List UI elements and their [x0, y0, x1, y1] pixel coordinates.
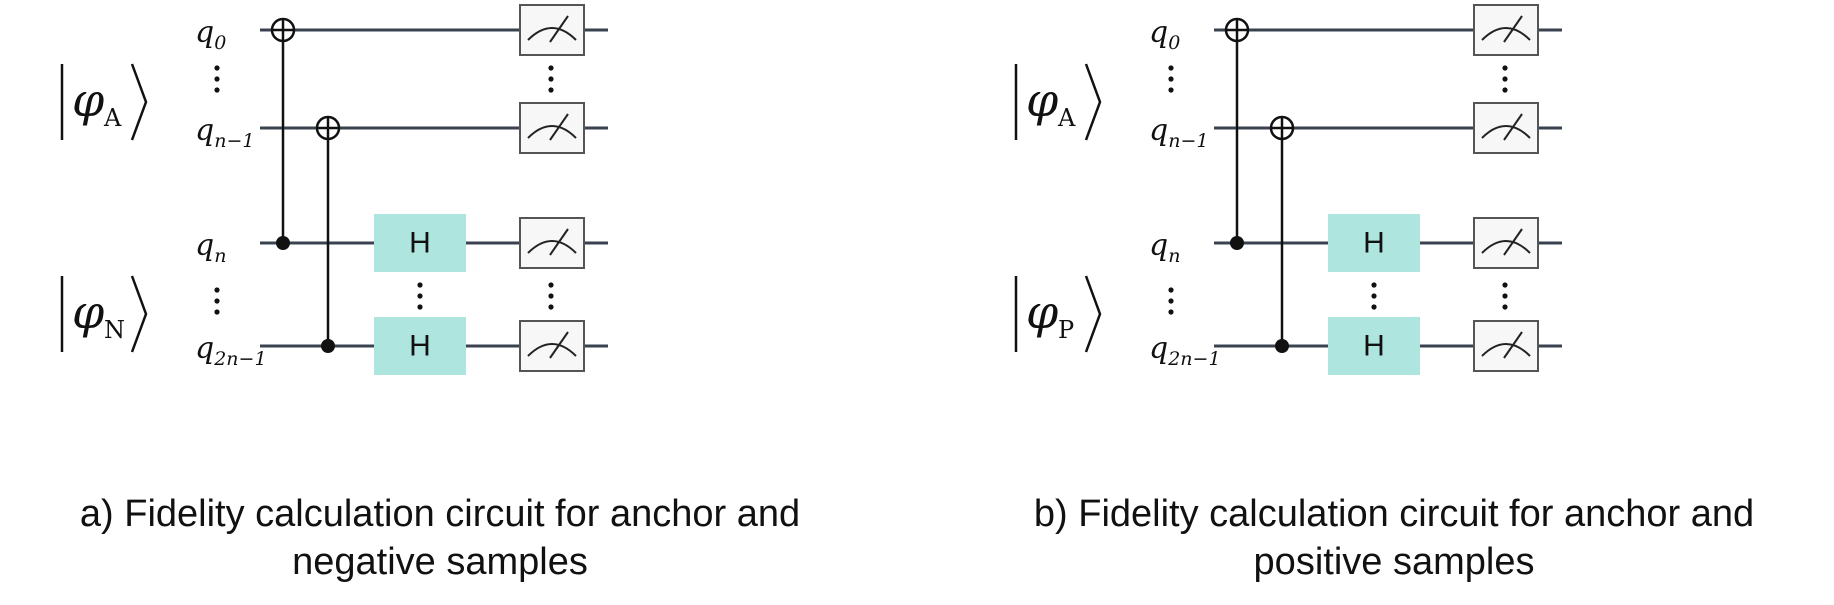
panel-a-ket-b-symbol: φ [72, 285, 105, 339]
panel-a-cnot1-control [276, 236, 290, 250]
panel-b-qubit-label-2: qn [1149, 228, 1180, 267]
panel-b-cnot1-control [1230, 236, 1244, 250]
panel-b-ket-a-angle [1084, 63, 1102, 141]
panel-b-meter-icon-2 [1473, 217, 1539, 269]
panel-b-cnot2-target [1269, 115, 1295, 141]
panel-a-meter-icon-0 [519, 4, 585, 56]
panel-a-meter-icon-3 [519, 320, 585, 372]
panel-a-qubit-label-3: q2n−1 [195, 331, 267, 370]
caption-a: a) Fidelity calculation circuit for anch… [0, 490, 880, 586]
panel-b-hadamard-label-0: H [1363, 227, 1385, 260]
panel-a-label-dots-top [214, 65, 220, 93]
panel-b-meter-icon-1 [1473, 102, 1539, 154]
panel-a-hadamard-label-0: H [409, 227, 431, 260]
caption-b: b) Fidelity calculation circuit for anch… [954, 490, 1834, 586]
panel-a-hadamard-gate-1: H [374, 317, 466, 375]
panel-b-cnot1-target [1224, 17, 1250, 43]
panel-a-meter-icon-1 [519, 102, 585, 154]
panel-b-meter-icon-0 [1473, 4, 1539, 56]
panel-a-ket-b-angle [130, 275, 148, 353]
panel-b-cnot2-control [1275, 339, 1289, 353]
panel-b-meter-dots-bottom [1502, 282, 1508, 310]
panel-a-meter-dots-top [548, 65, 554, 93]
panel-b-qubit-label-0: q0 [1149, 15, 1180, 54]
panel-a-hadamard-gate-0: H [374, 214, 466, 272]
panel-b-hadamard-gate-1: H [1328, 317, 1420, 375]
panel-a-gate-dots [417, 282, 423, 310]
panel-b-ket-b-sub: P [1058, 316, 1074, 344]
panel-b-hadamard-label-1: H [1363, 330, 1385, 363]
panel-b-label-dots-top [1168, 65, 1174, 93]
panel-b-hadamard-gate-0: H [1328, 214, 1420, 272]
panel-a-qubit-label-0: q0 [195, 15, 226, 54]
panel-b-ket-a-symbol: φ [1026, 73, 1059, 127]
panel-b-hadamard-box-0 [1328, 214, 1420, 272]
panel-a-hadamard-box-0 [374, 214, 466, 272]
panel-a-ket-a-angle [130, 63, 148, 141]
panel-a-ket-b-sub: N [104, 316, 125, 344]
panel-a-ket-a-symbol: φ [72, 73, 105, 127]
panel-a-ket-a-sub: A [103, 104, 122, 132]
panel-a-hadamard-label-1: H [409, 330, 431, 363]
caption-a-line1: a) Fidelity calculation circuit for anch… [79, 493, 801, 535]
panel-a-cnot2-target [315, 115, 341, 141]
caption-b-line1: b) Fidelity calculation circuit for anch… [1033, 493, 1755, 535]
panel-a-cnot1-target [270, 17, 296, 43]
caption-b-line2: positive samples [1253, 541, 1535, 583]
panel-b-hadamard-box-1 [1328, 317, 1420, 375]
panel-a-meter-dots-bottom [548, 282, 554, 310]
panel-a-meter-icon-2 [519, 217, 585, 269]
panel-b-meter-icon-3 [1473, 320, 1539, 372]
panel-a-label-dots-bottom [214, 287, 220, 315]
panel-a-qubit-label-2: qn [195, 228, 226, 267]
panel-a-cnot2-control [321, 339, 335, 353]
panel-b-label-dots-bottom [1168, 287, 1174, 315]
panel-a-qubit-label-1: qn−1 [195, 113, 254, 152]
panel-b-gate-dots [1371, 282, 1377, 310]
panel-a-hadamard-box-1 [374, 317, 466, 375]
panel-b-ket-b-symbol: φ [1026, 285, 1059, 339]
panel-b-qubit-label-3: q2n−1 [1149, 331, 1221, 370]
panel-b-ket-a-sub: A [1057, 104, 1076, 132]
panel-b-meter-dots-top [1502, 65, 1508, 93]
caption-a-line2: negative samples [292, 541, 588, 583]
panel-b-qubit-label-1: qn−1 [1149, 113, 1208, 152]
panel-b-ket-b-angle [1084, 275, 1102, 353]
